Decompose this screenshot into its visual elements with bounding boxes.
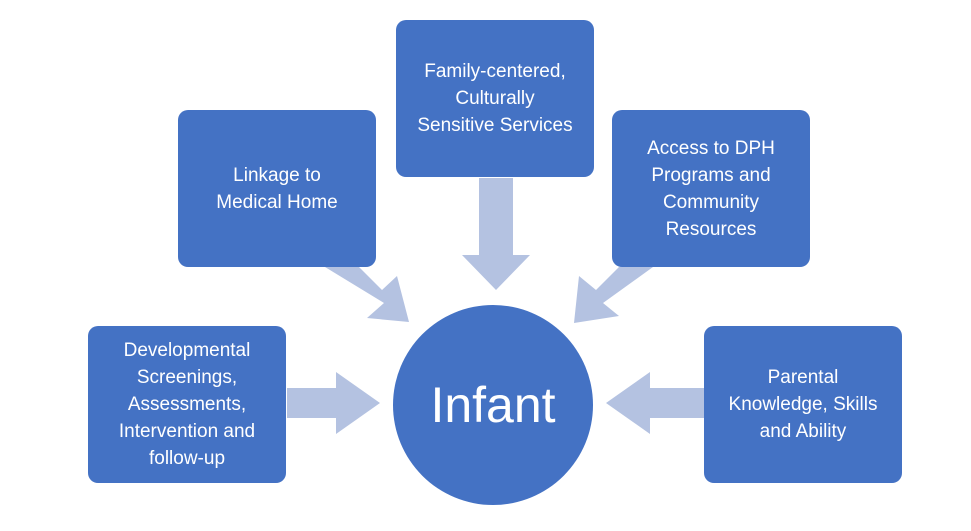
node-medical-home: Linkage to Medical Home	[178, 110, 376, 267]
infant-center-node: Infant	[393, 305, 593, 505]
arrow-medical-home-to-infant	[325, 267, 409, 322]
node-family-centered: Family-centered, Culturally Sensitive Se…	[396, 20, 594, 177]
node-dph-programs: Access to DPH Programs and Community Res…	[612, 110, 810, 267]
center-label: Infant	[430, 377, 556, 433]
node-label: Family-centered, Culturally Sensitive Se…	[417, 61, 573, 136]
node-label: Access to DPH Programs and Community Res…	[647, 137, 775, 240]
arrow-family-to-infant	[462, 178, 530, 290]
node-label: Developmental Screenings, Assessments, I…	[118, 340, 256, 469]
node-label: Parental Knowledge, Skills and Ability	[728, 367, 878, 442]
arrow-developmental-to-infant	[287, 372, 380, 434]
node-developmental: Developmental Screenings, Assessments, I…	[88, 326, 286, 483]
arrow-parental-to-infant	[606, 372, 705, 434]
arrow-dph-to-infant	[574, 267, 653, 323]
node-parental: Parental Knowledge, Skills and Ability	[704, 326, 902, 483]
node-label: Linkage to Medical Home	[216, 164, 338, 213]
